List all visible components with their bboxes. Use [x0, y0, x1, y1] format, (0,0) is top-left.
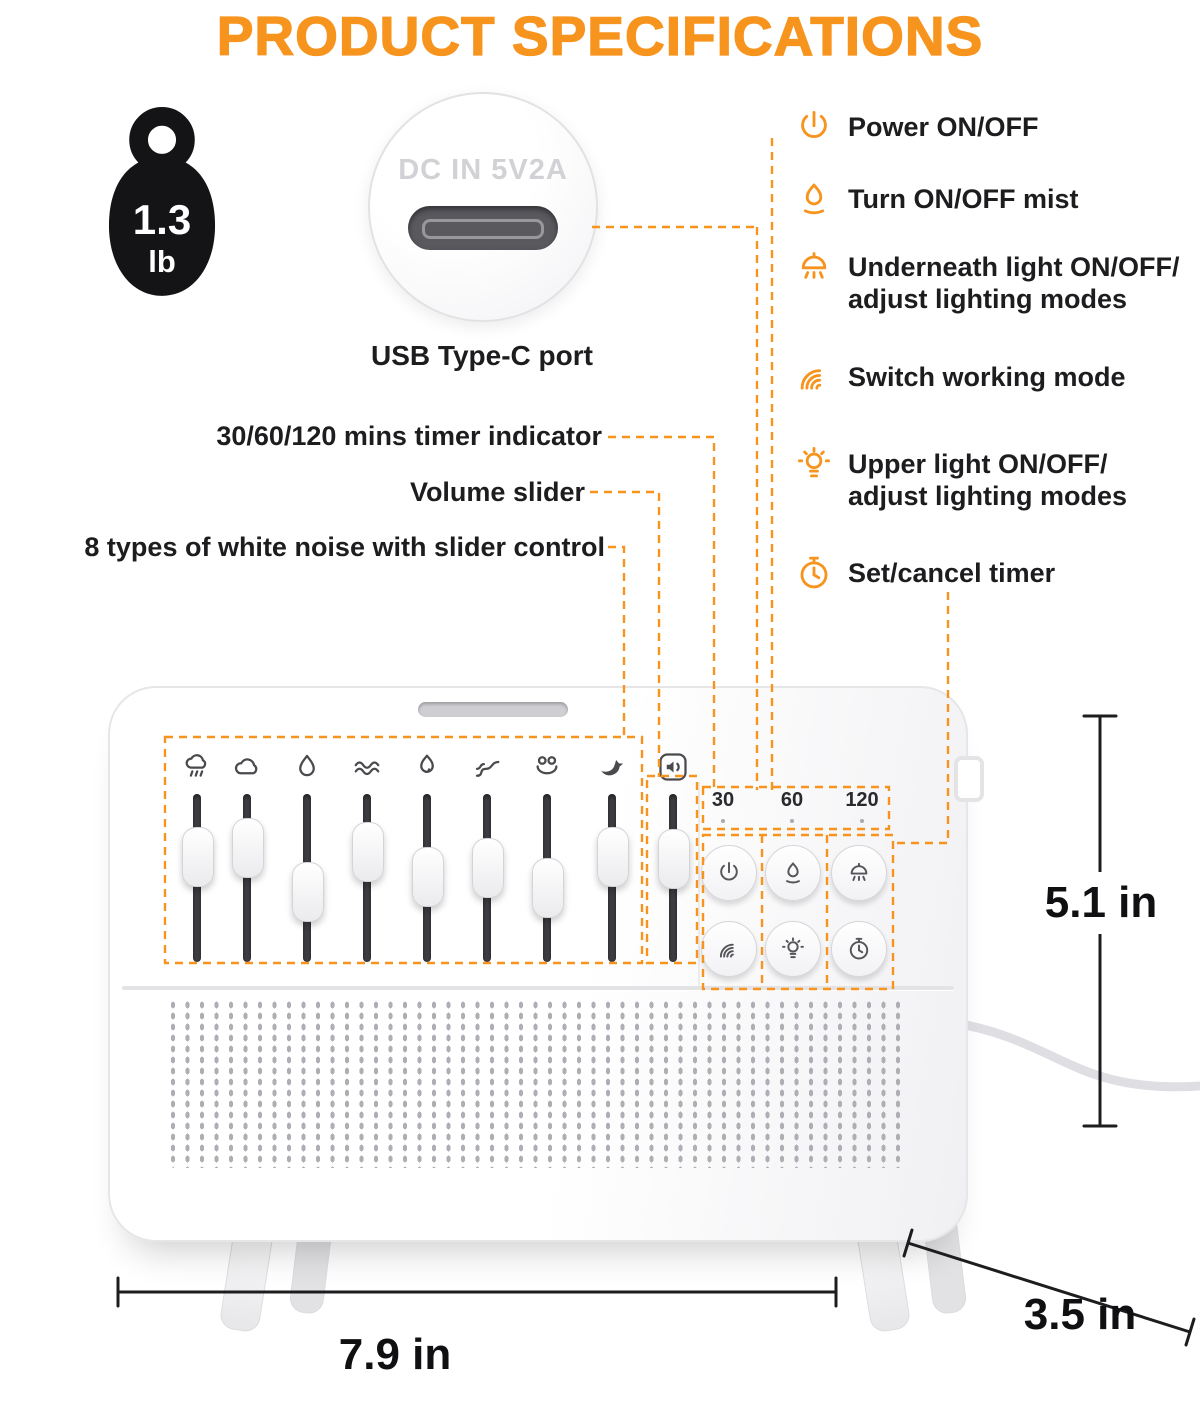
kettlebell-icon	[108, 107, 216, 296]
feature-power: Power ON/OFF	[795, 108, 1039, 146]
page-title: PRODUCT SPECIFICATIONS	[216, 4, 984, 67]
underneath-light-icon	[795, 248, 833, 286]
mist-outlet-slot	[418, 702, 568, 717]
mist-button	[765, 845, 821, 901]
feature-mist: Turn ON/OFF mist	[795, 180, 1079, 218]
weight-badge: 1.3 lb	[84, 104, 240, 302]
working-mode-icon	[795, 358, 833, 396]
usb-port-label: USB Type-C port	[371, 340, 593, 371]
depth-dimension: 3.5 in	[1023, 1290, 1137, 1339]
panel-ridge	[122, 986, 954, 990]
weight-unit: lb	[148, 244, 176, 279]
height-dimension: 5.1 in	[1016, 872, 1186, 934]
feature-set-timer: Set/cancel timer	[795, 554, 1055, 592]
usb-engraving-text: DC IN 5V2A	[398, 154, 568, 186]
usb-type-c-port	[408, 206, 558, 250]
speaker-grille	[166, 1000, 910, 1168]
feature-working-mode: Switch working mode	[795, 358, 1126, 396]
width-dimension: 7.9 in	[338, 1330, 452, 1379]
mist-icon	[795, 180, 833, 218]
usb-port-callout: DC IN 5V2A	[368, 92, 598, 322]
working-mode-button	[701, 921, 757, 977]
side-clip	[954, 756, 984, 802]
feature-label: Set/cancel timer	[848, 558, 1056, 588]
volume-slider-label: Volume slider	[409, 477, 585, 507]
usb-port-inner-pin	[422, 219, 544, 239]
white-noise-label: 8 types of white noise with slider contr…	[84, 532, 605, 562]
white-noise-machine: 30 60 120	[108, 686, 984, 1242]
feature-upper-light: Upper light ON/OFF/ adjust lighting mode…	[795, 445, 1178, 513]
timer-indicator-label: 30/60/120 mins timer indicator	[216, 421, 602, 451]
panel-divider	[698, 782, 700, 986]
set-timer-icon	[795, 554, 833, 592]
underneath-light-button	[831, 845, 887, 901]
power-button	[701, 845, 757, 901]
upper-light-button	[765, 921, 821, 977]
feature-label: Switch working mode	[848, 362, 1126, 392]
feature-label: Turn ON/OFF mist	[848, 184, 1079, 214]
weight-value: 1.3	[132, 196, 192, 243]
feature-label: Underneath light ON/OFF/ adjust lighting…	[848, 252, 1180, 315]
upper-light-icon	[795, 445, 833, 483]
set-timer-button	[831, 921, 887, 977]
feature-label: Power ON/OFF	[848, 112, 1039, 142]
feature-underneath-light: Underneath light ON/OFF/ adjust lighting…	[795, 248, 1200, 316]
power-icon	[795, 108, 833, 146]
feature-label: Upper light ON/OFF/ adjust lighting mode…	[848, 449, 1128, 512]
button-panel	[108, 686, 968, 986]
